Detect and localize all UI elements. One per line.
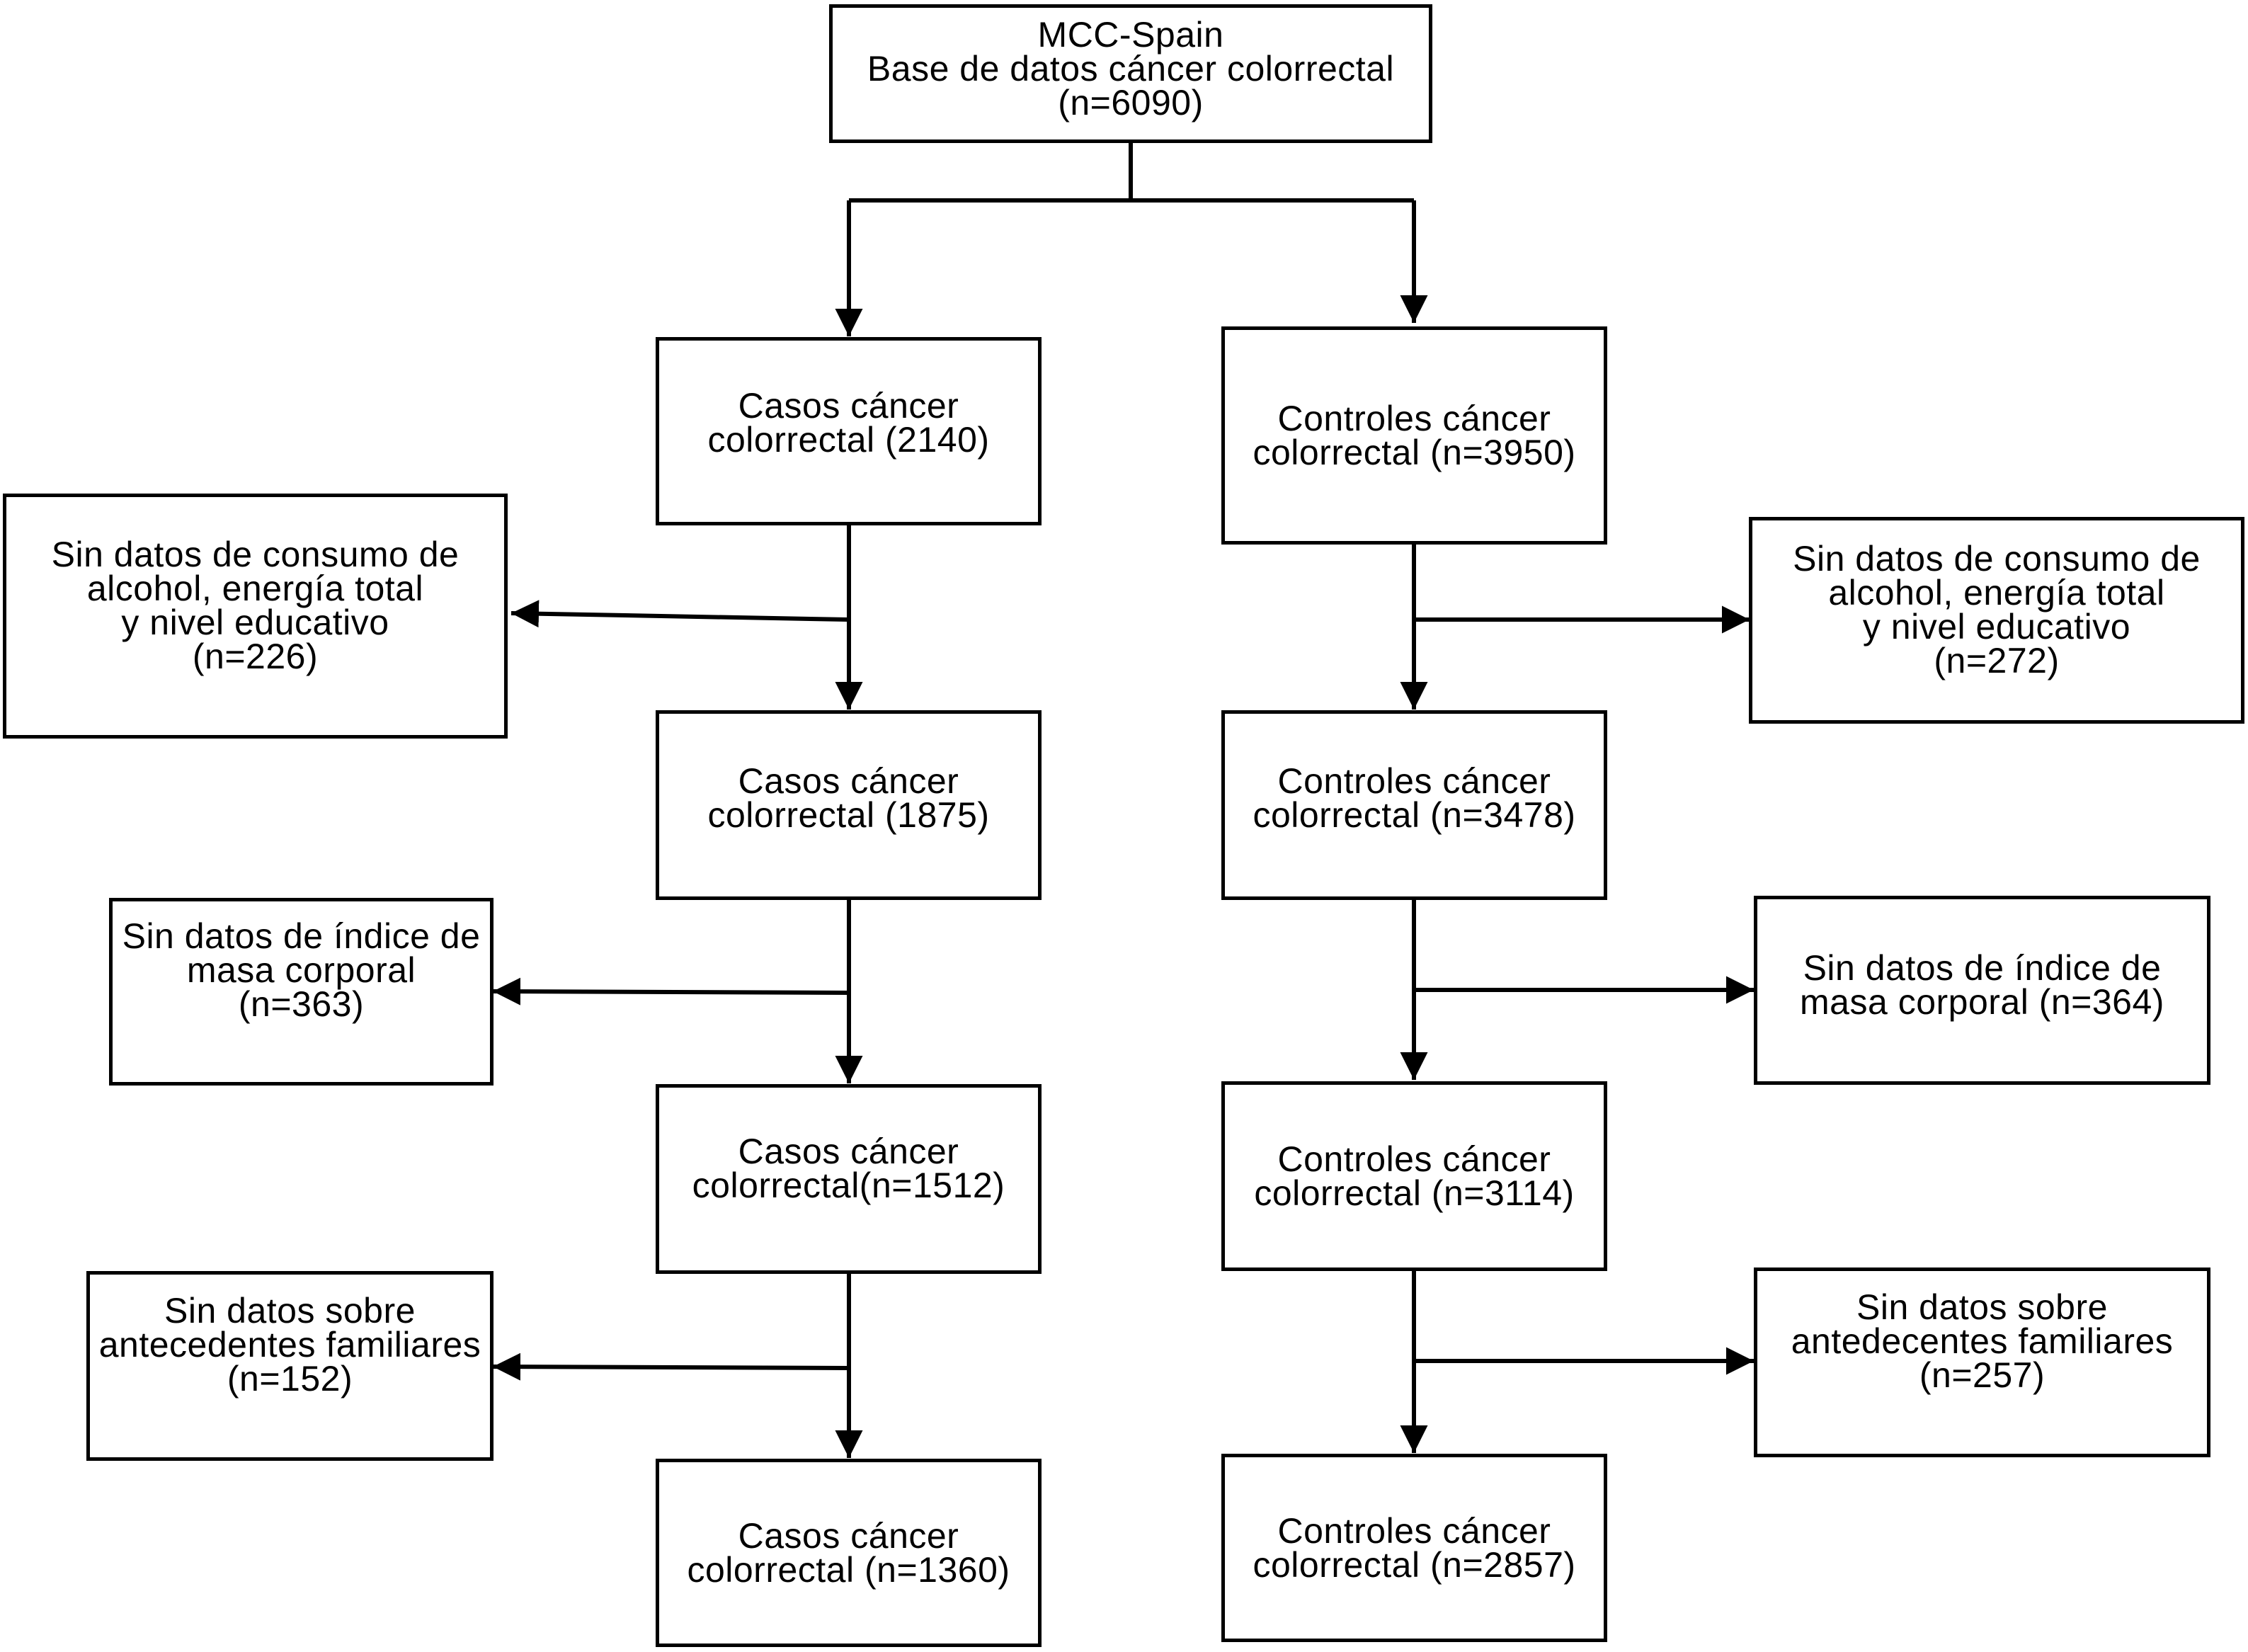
controls-exclusion-2-text: Sin datos de índice de masa corporal (n=…	[1800, 947, 2164, 1022]
controls-exclusion-box-1: Sin datos de consumo de alcohol, energía…	[1749, 517, 2244, 724]
cases-exclusion-box-2: Sin datos de índice de masa corporal (n=…	[109, 898, 493, 1086]
cases-box-2: Casos cáncer colorrectal (1875)	[656, 710, 1042, 900]
controls-box-2: Controles cáncer colorrectal (n=3478)	[1221, 710, 1607, 900]
cases-box-3: Casos cáncer colorrectal(n=1512)	[656, 1084, 1042, 1274]
controls-box-2-text: Controles cáncer colorrectal (n=3478)	[1253, 761, 1576, 835]
cases-box-2-text: Casos cáncer colorrectal (1875)	[707, 761, 990, 835]
controls-box-3: Controles cáncer colorrectal (n=3114)	[1221, 1081, 1607, 1271]
cases-box-3-text: Casos cáncer colorrectal(n=1512)	[692, 1132, 1005, 1205]
controls-box-4: Controles cáncer colorrectal (n=2857)	[1221, 1454, 1607, 1642]
controls-box-1-text: Controles cáncer colorrectal (n=3950)	[1253, 399, 1576, 472]
controls-box-4-text: Controles cáncer colorrectal (n=2857)	[1253, 1511, 1576, 1585]
cases-exclusion-1-arrow	[510, 600, 850, 628]
cases-exclusion-3-text: Sin datos sobre antecedentes familiares …	[98, 1291, 481, 1398]
root-database-box: MCC-Spain Base de datos cáncer colorrect…	[829, 4, 1432, 143]
controls-exclusion-3-text: Sin datos sobre antedecentes familiares …	[1791, 1287, 2174, 1395]
controls-exclusion-box-3: Sin datos sobre antedecentes familiares …	[1754, 1268, 2210, 1457]
controls-exclusion-1-text: Sin datos de consumo de alcohol, energía…	[1793, 539, 2201, 680]
cases-box-4-text: Casos cáncer colorrectal (n=1360)	[687, 1516, 1010, 1590]
cases-exclusion-3-arrow	[492, 1352, 850, 1381]
controls-box-3-text: Controles cáncer colorrectal (n=3114)	[1254, 1139, 1575, 1213]
controls-exclusion-box-2: Sin datos de índice de masa corporal (n=…	[1754, 896, 2210, 1085]
cases-box-4: Casos cáncer colorrectal (n=1360)	[656, 1459, 1042, 1647]
cases-exclusion-2-text: Sin datos de índice de masa corporal (n=…	[122, 916, 481, 1024]
cases-box-1-text: Casos cáncer colorrectal (2140)	[707, 386, 990, 460]
cases-exclusion-box-3: Sin datos sobre antecedentes familiares …	[86, 1271, 493, 1461]
cases-exclusion-2-arrow	[492, 977, 850, 1006]
controls-box-1: Controles cáncer colorrectal (n=3950)	[1221, 326, 1607, 545]
cases-exclusion-1-text: Sin datos de consumo de alcohol, energía…	[51, 535, 460, 676]
cases-box-1: Casos cáncer colorrectal (2140)	[656, 337, 1042, 525]
cases-exclusion-box-1: Sin datos de consumo de alcohol, energía…	[3, 494, 508, 739]
root-database-text: MCC-Spain Base de datos cáncer colorrect…	[867, 15, 1395, 123]
